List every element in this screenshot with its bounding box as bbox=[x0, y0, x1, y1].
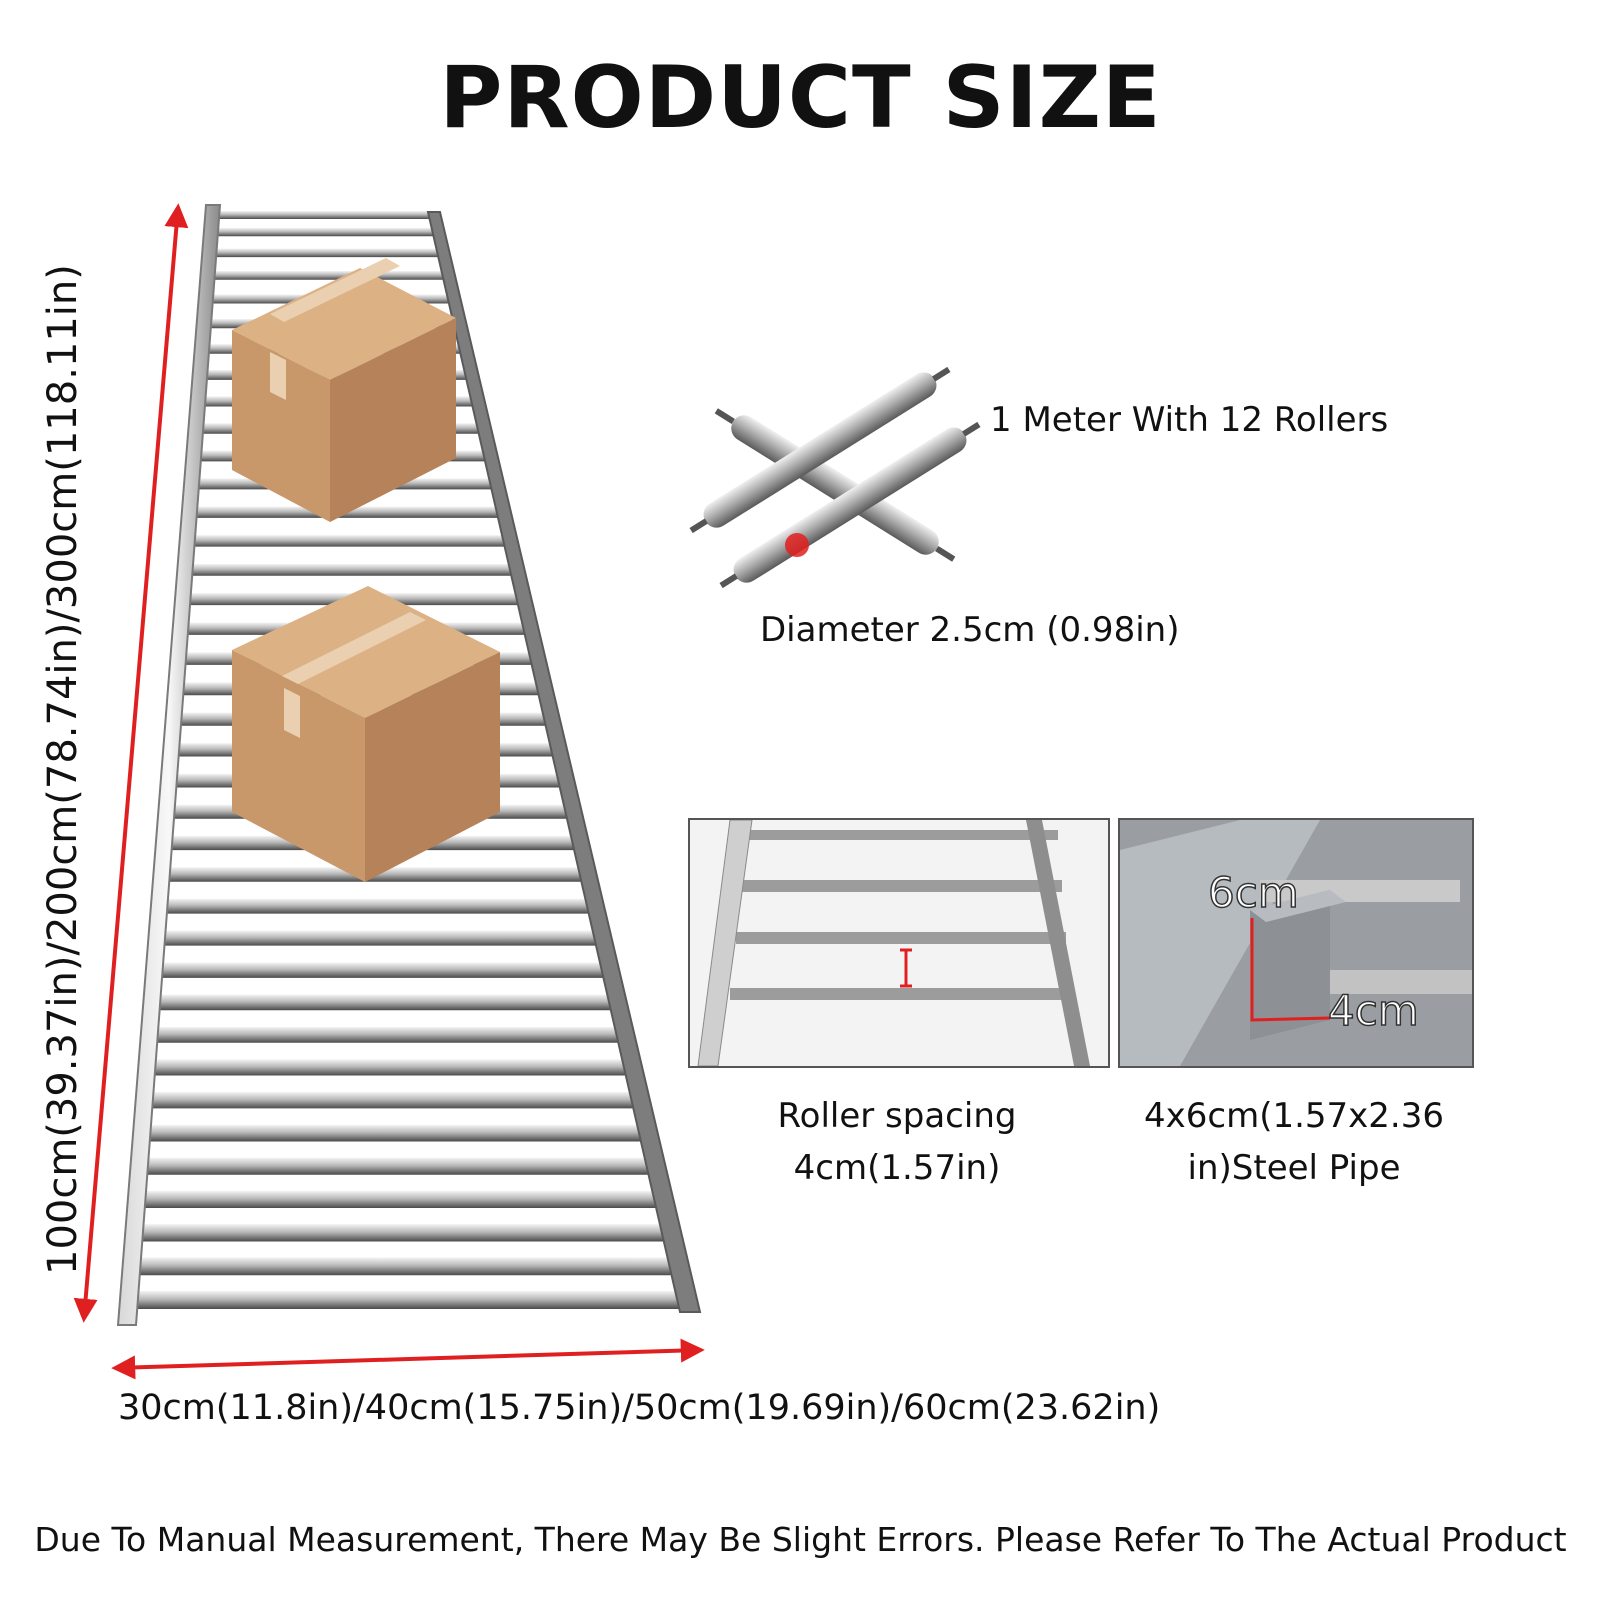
diameter-label: Diameter 2.5cm (0.98in) bbox=[760, 610, 1180, 650]
conveyor-roller bbox=[148, 994, 618, 1011]
conveyor-roller bbox=[151, 962, 610, 978]
conveyor-roller bbox=[143, 1059, 633, 1076]
conveyor-roller bbox=[183, 563, 517, 576]
conveyor-roller bbox=[125, 1291, 687, 1309]
roller-spacing-caption-line1: Roller spacing bbox=[777, 1096, 1017, 1136]
conveyor-roller bbox=[156, 898, 595, 914]
cardboard-box-top bbox=[232, 258, 456, 522]
conveyor-roller bbox=[138, 1124, 648, 1142]
width-arrow bbox=[111, 1338, 705, 1380]
pipe-dimension-marker bbox=[1250, 918, 1331, 1022]
page-title: PRODUCT SIZE bbox=[439, 48, 1162, 148]
conveyor-roller bbox=[209, 248, 444, 258]
conveyor-roller bbox=[135, 1157, 656, 1175]
roller-conveyor-illustration bbox=[73, 203, 705, 1380]
left-rail bbox=[116, 204, 222, 1326]
pipe-width-label: 4cm bbox=[1327, 985, 1419, 1036]
roller-spacing-caption-line2: 4cm(1.57in) bbox=[793, 1148, 1001, 1188]
steel-pipe-caption-line2: in)Steel Pipe bbox=[1187, 1148, 1401, 1188]
length-dimension-label: 100cm(39.37in)/200cm(78.74in)/300cm(118.… bbox=[40, 264, 86, 1275]
steel-pipe-caption-line1: 4x6cm(1.57x2.36 bbox=[1144, 1096, 1444, 1136]
conveyor-roller bbox=[127, 1257, 679, 1276]
cardboard-box-bottom bbox=[232, 586, 500, 882]
length-arrow bbox=[73, 203, 189, 1323]
steel-pipe-photo: 6cm 4cm bbox=[1118, 818, 1474, 1068]
conveyor-roller bbox=[212, 211, 435, 219]
roller-spacing-photo bbox=[688, 818, 1110, 1068]
conveyor-roller bbox=[133, 1190, 663, 1209]
roller-spacing-caption: Roller spacing 4cm(1.57in) bbox=[688, 1090, 1106, 1194]
rollers-detail-illustration bbox=[689, 366, 981, 589]
conveyor-roller bbox=[154, 930, 603, 946]
conveyor-roller bbox=[146, 1026, 625, 1043]
conveyor-roller bbox=[130, 1224, 671, 1242]
right-rail bbox=[426, 211, 702, 1313]
conveyor-roller bbox=[210, 227, 439, 237]
conveyor-roller bbox=[141, 1092, 640, 1109]
conveyor-roller bbox=[207, 270, 449, 280]
pipe-height-label: 6cm bbox=[1207, 867, 1299, 918]
conveyor-roller bbox=[186, 535, 511, 547]
width-dimension-label: 30cm(11.8in)/40cm(15.75in)/50cm(19.69in)… bbox=[118, 1388, 1161, 1428]
steel-pipe-caption: 4x6cm(1.57x2.36 in)Steel Pipe bbox=[1118, 1090, 1470, 1194]
diameter-marker bbox=[785, 533, 809, 557]
disclaimer-text: Due To Manual Measurement, There May Be … bbox=[34, 1520, 1567, 1559]
roller-count-label: 1 Meter With 12 Rollers bbox=[990, 400, 1389, 440]
